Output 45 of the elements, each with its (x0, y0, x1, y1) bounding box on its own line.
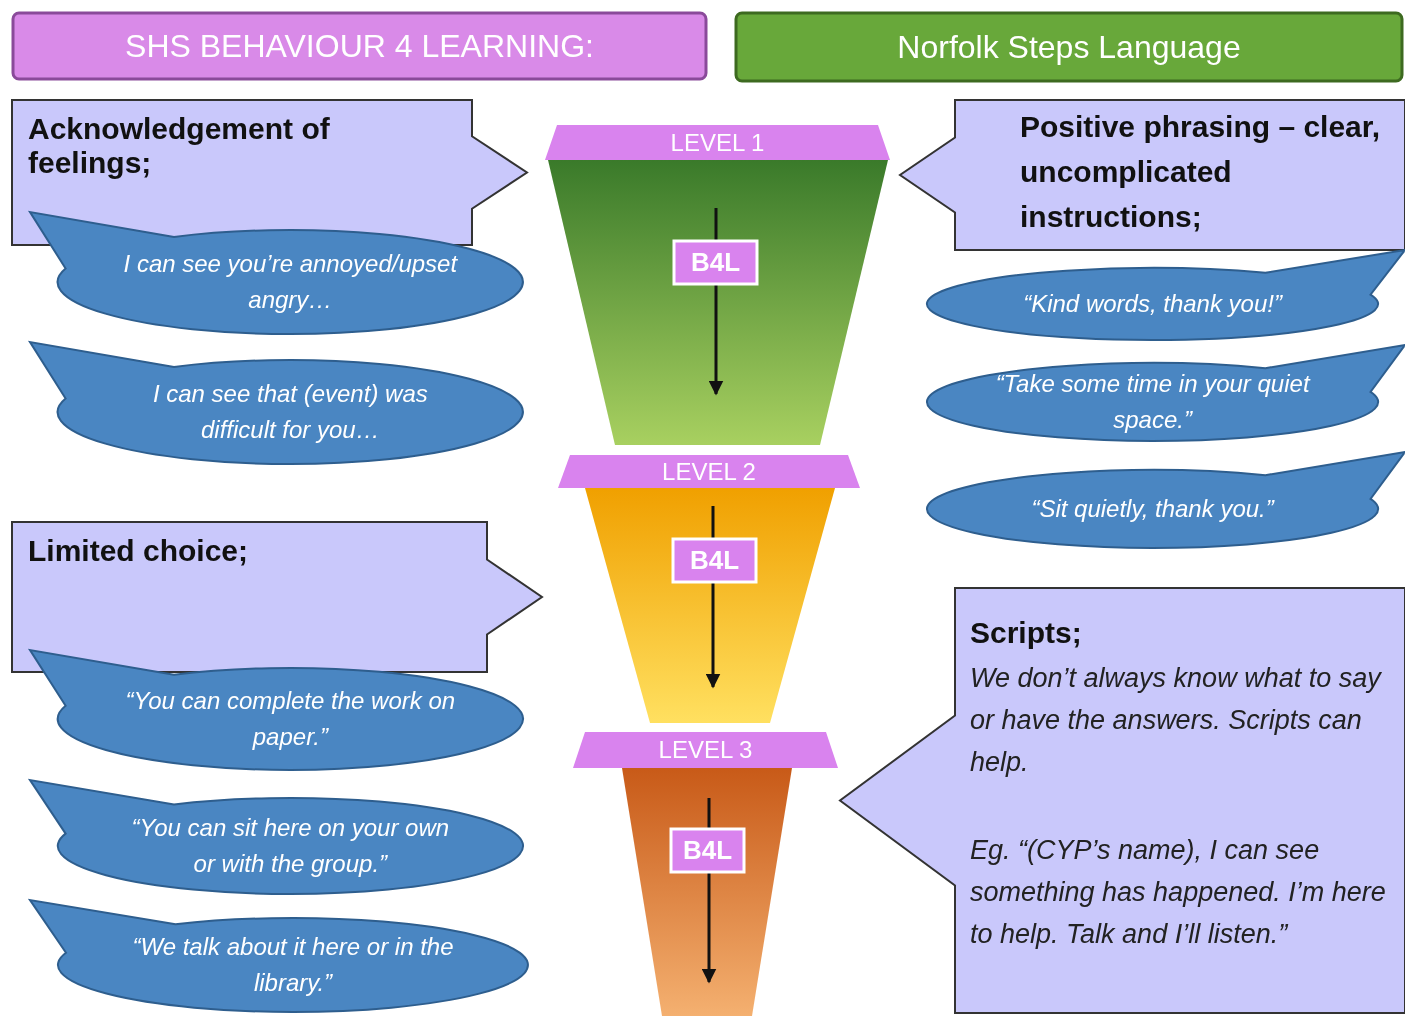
speech-bubble (925, 452, 1405, 550)
callout-arrow-box (12, 522, 542, 672)
b4l-box (673, 240, 758, 285)
level-label: LEVEL 3 (657, 735, 754, 765)
funnel-section (585, 488, 835, 723)
callout-heading: Acknowledgement of feelings; (28, 112, 331, 180)
speech-text: I can see you’re annoyed/upset angry… (122, 249, 458, 315)
callout-arrow-box (900, 100, 1405, 250)
title-banner (735, 12, 1403, 82)
callout-heading: Limited choice; (28, 534, 250, 568)
speech-text: “Take some time in your quiet space.” (994, 369, 1312, 435)
level-label: LEVEL 1 (669, 127, 766, 158)
speech-bubble (925, 250, 1405, 342)
callout-heading: Positive phrasing – clear, uncomplicated instructions; (1020, 109, 1382, 235)
speech-text: “You can sit here on your own or with the group.” (130, 813, 451, 879)
level-band (558, 455, 860, 488)
funnel-section (622, 768, 792, 1016)
callout-heading: Scripts; (970, 616, 1082, 650)
speech-text: I can see that (event) was difficult for you… (151, 379, 429, 445)
speech-bubble (30, 900, 530, 1014)
b4l-box (670, 828, 745, 873)
funnel-section (548, 160, 888, 445)
b4l-label: B4L (681, 834, 734, 867)
banner-title: SHS BEHAVIOUR 4 LEARNING: (124, 26, 595, 66)
speech-bubble (30, 650, 525, 772)
b4l-label: B4L (689, 246, 742, 279)
level-band (573, 732, 838, 768)
speech-text: “You can complete the work on paper.” (124, 686, 457, 752)
banner-title: Norfolk Steps Language (896, 27, 1242, 67)
b4l-label: B4L (688, 544, 741, 577)
speech-text: “Sit quietly, thank you.” (1030, 494, 1276, 524)
callout-arrow-box (12, 100, 527, 245)
level-band (545, 125, 890, 160)
speech-bubble (925, 345, 1405, 443)
title-banner (12, 12, 707, 80)
callout-text: Eg. “(CYP’s name), I can see something has happened. I’m here to help. Talk and I’ll listen.” (970, 834, 1387, 951)
callout-text: We don’t always know what to say or have the answers. Scripts can help. (970, 662, 1383, 779)
speech-text: “We talk about it here or in the library.” (131, 932, 455, 998)
level-label: LEVEL 2 (661, 456, 757, 487)
speech-bubble (30, 342, 525, 466)
callout-arrow-box (840, 588, 1405, 1013)
b4l-box (672, 538, 757, 583)
speech-bubble (30, 780, 525, 896)
speech-text: “Kind words, thank you!” (1022, 289, 1284, 319)
speech-bubble (30, 212, 525, 336)
